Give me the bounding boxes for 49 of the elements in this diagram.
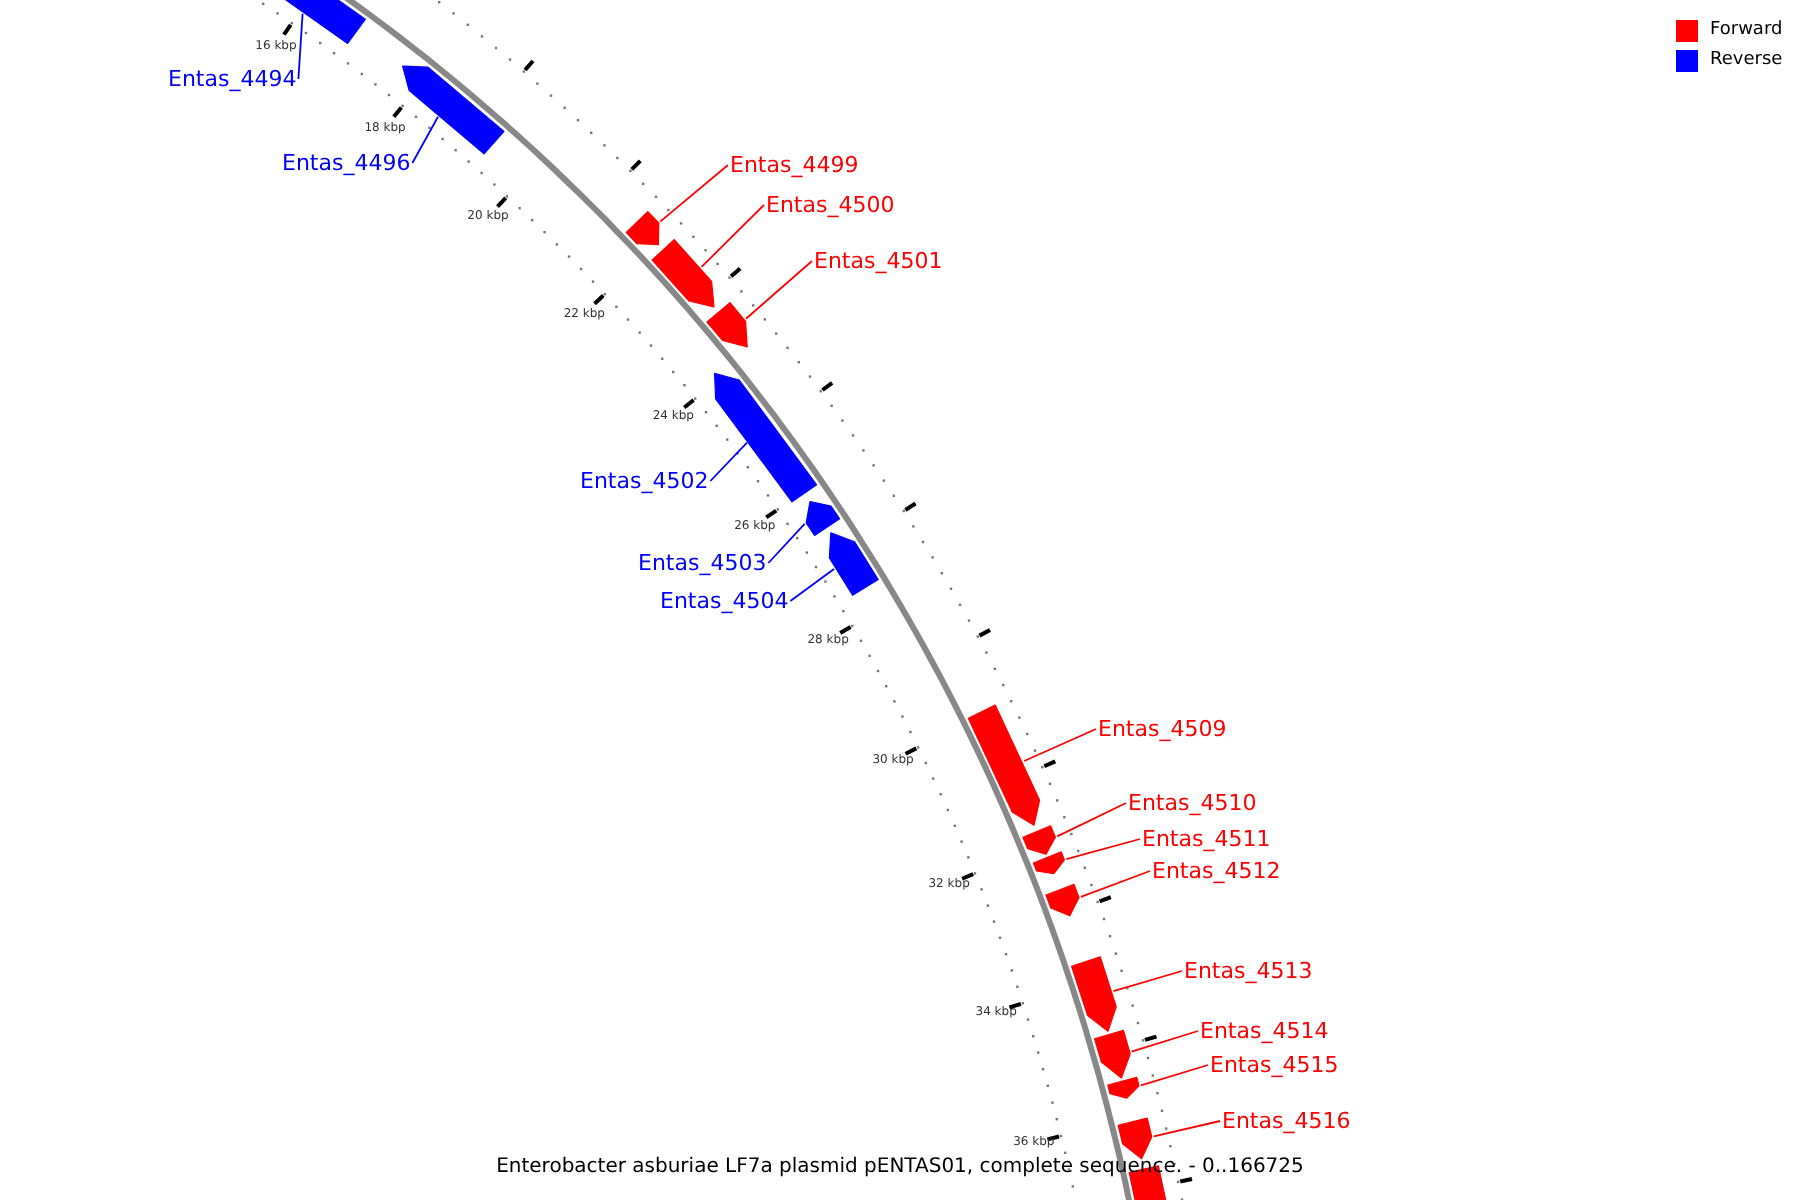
leader-line [767,522,806,564]
gene-label: Entas_4513 [1184,958,1313,984]
caption: Enterobacter asburiae LF7a plasmid pENTAS01, complete sequence. - 0..166725 [496,1154,1304,1180]
leader-line [1056,802,1127,838]
leader-line [709,441,748,482]
gene-label: Entas_4499 [730,152,859,178]
leader-line [1140,1064,1209,1087]
leader-line [1152,1120,1221,1138]
gene-feature [967,704,1041,826]
leader-line [789,568,835,602]
leader-line [1112,970,1183,993]
gene-feature [625,211,660,246]
legend-label: Reverse [1710,50,1783,72]
gene-label: Entas_4509 [1098,716,1227,742]
gene-feature [1071,956,1117,1032]
gene-feature [402,65,505,155]
gene-feature [651,239,715,308]
gene-feature [714,372,818,503]
gene-label: Entas_4504 [660,588,789,614]
gene-label: Entas_4512 [1152,858,1281,884]
legend-label: Forward [1710,20,1783,42]
gene-label: Entas_4494 [168,66,297,92]
leader-line [411,115,439,164]
leader-line [1023,728,1097,762]
gene-feature [1107,1076,1140,1099]
gene-feature [1117,1117,1153,1160]
gene-label: Entas_4496 [282,150,411,176]
gene-feature [805,501,841,536]
gene-feature [1022,825,1056,855]
gene-label: Entas_4511 [1142,826,1271,852]
leader-line [1065,838,1141,861]
gene-label: Entas_4516 [1222,1108,1351,1134]
gene-feature [828,532,879,596]
leader-line [1079,870,1151,898]
leader-line [1130,1030,1199,1053]
gene-feature [1045,883,1080,917]
leader-line [700,204,765,268]
gene-label: Entas_4514 [1200,1018,1329,1044]
gene-label: Entas_4510 [1128,790,1257,816]
gene-feature [706,302,748,348]
gene-label: Entas_4500 [766,192,895,218]
gene-label: Entas_4502 [580,468,709,494]
gene-feature [1032,851,1065,875]
gene-label: Entas_4501 [814,248,943,274]
leader-line [659,164,729,223]
gene-label: Entas_4515 [1210,1052,1339,1078]
leader-line [745,260,813,320]
leader-line [297,12,304,80]
gene-label: Entas_4503 [638,550,767,576]
